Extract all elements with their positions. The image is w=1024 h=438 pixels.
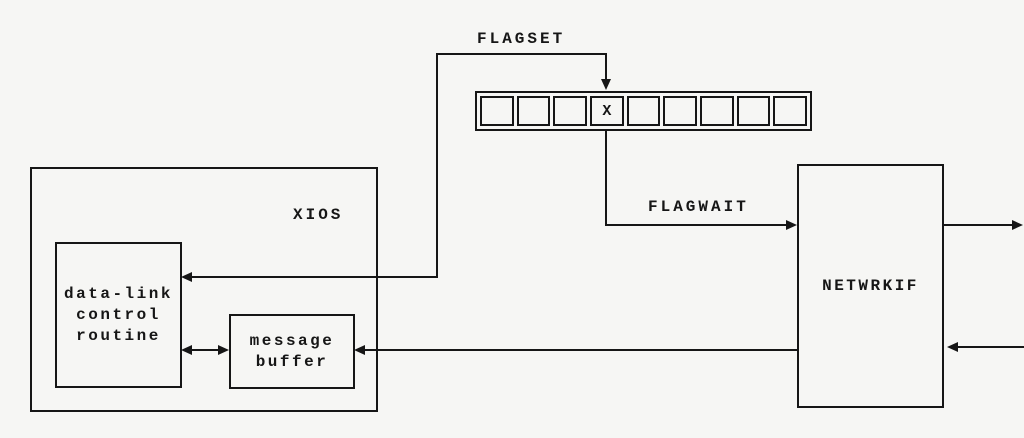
flag-cell (736, 96, 771, 126)
flag-cell (516, 96, 551, 126)
flagwait-line-drop (605, 131, 607, 226)
flag-cell (773, 96, 808, 126)
datalink-buffer-arrowhead-right-icon (218, 345, 229, 355)
xios-box: XIOS (30, 167, 378, 412)
flagset-label: FLAGSET (477, 30, 566, 48)
flagset-arrowhead-left-icon (181, 272, 192, 282)
flag-cell-set: X (590, 96, 624, 126)
datalink-label-line2: control (76, 305, 161, 324)
datalink-control-routine-text: data-link control routine (57, 244, 180, 386)
flagwait-line-horizontal (605, 224, 786, 226)
message-buffer-label-line2: buffer (255, 352, 329, 371)
message-buffer-label-line1: message (249, 331, 335, 350)
datalink-label-line1: data-link (64, 284, 173, 303)
netwrkif-inbound-arrowhead-icon (947, 342, 958, 352)
datalink-buffer-arrowhead-left-icon (181, 345, 192, 355)
flag-cell (480, 96, 514, 126)
netwrkif-inbound-line (957, 346, 1024, 348)
flag-cell (553, 96, 588, 126)
flag-cell (626, 96, 661, 126)
datalink-buffer-line (191, 349, 220, 351)
netwrkif-outbound-line (944, 224, 1013, 226)
flagwait-arrowhead-right-icon (786, 220, 797, 230)
netwrkif-to-buffer-line (364, 349, 798, 351)
flagset-arrowhead-down-icon (601, 79, 611, 90)
flag-cell (663, 96, 698, 126)
netwrkif-outbound-arrowhead-icon (1012, 220, 1023, 230)
xios-label: XIOS (293, 206, 344, 224)
netwrkif-to-buffer-arrowhead-icon (354, 345, 365, 355)
flagwait-label: FLAGWAIT (648, 198, 749, 216)
datalink-label-line3: routine (76, 326, 161, 345)
message-buffer-text: message buffer (231, 316, 353, 387)
message-buffer-box: message buffer (229, 314, 355, 389)
netwrkif-label: NETWRKIF (822, 276, 919, 295)
flagset-line-left-vertical (436, 53, 438, 278)
datalink-control-routine-box: data-link control routine (55, 242, 182, 388)
flagset-line-drop (605, 53, 607, 80)
netwrkif-text: NETWRKIF (799, 166, 942, 406)
flagset-line-return (192, 276, 438, 278)
netwrkif-box: NETWRKIF (797, 164, 944, 408)
flag-cell (700, 96, 734, 126)
flagset-line-top (437, 53, 607, 55)
flag-array: X (475, 91, 812, 131)
